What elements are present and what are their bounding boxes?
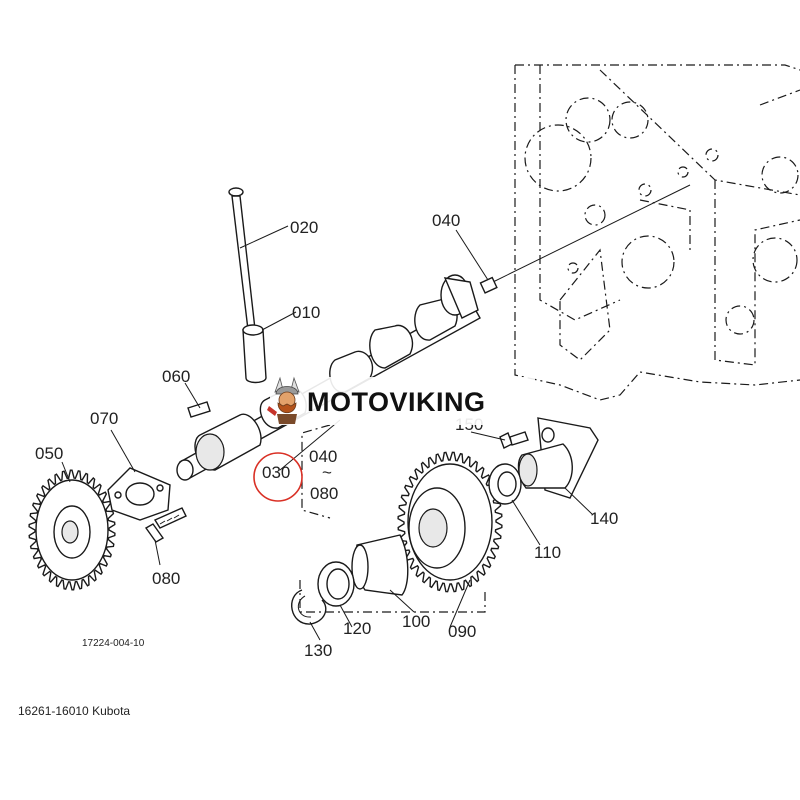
highlight-circle	[253, 452, 303, 502]
callout-080-left: 080	[152, 569, 180, 588]
callout-010: 010	[292, 303, 320, 322]
snap-ring	[291, 589, 327, 625]
brand-banner: MOTOVIKING	[267, 376, 535, 425]
callout-130: 130	[304, 641, 332, 660]
callout-120: 120	[343, 619, 371, 638]
collar	[317, 561, 355, 607]
bolt-left	[144, 507, 187, 543]
callout-040-top: 040	[432, 211, 460, 230]
thrust-washer	[488, 463, 522, 505]
idle-shaft	[517, 417, 599, 499]
plug	[479, 276, 498, 294]
range-tilde: ~	[322, 463, 332, 482]
assembly-bracket-030	[301, 424, 331, 519]
callout-060: 060	[162, 367, 190, 386]
callout-090: 090	[448, 622, 476, 641]
callout-030: 030	[262, 463, 290, 482]
viking-mascot-icon	[267, 376, 300, 424]
image-caption: 16261-16010 Kubota	[18, 704, 130, 718]
callout-050: 050	[35, 444, 63, 463]
callout-labels: 020 010 040 060 070 050 080 150 040 ~ 08…	[35, 211, 618, 660]
callout-100: 100	[402, 612, 430, 631]
callout-020: 020	[290, 218, 318, 237]
callout-110: 110	[534, 543, 561, 562]
cam-gear	[28, 469, 116, 591]
brand-name: MOTOVIKING	[307, 387, 486, 417]
callout-040-range: 040	[309, 447, 337, 466]
woodruff-key	[187, 401, 211, 418]
bolt-right	[499, 431, 529, 449]
callout-080-range: 080	[310, 484, 338, 503]
thrust-plate	[107, 467, 171, 521]
idle-gear	[397, 451, 503, 593]
engine-block-outline	[514, 64, 800, 401]
callout-140: 140	[590, 509, 618, 528]
callout-070: 070	[90, 409, 118, 428]
drawing-number: 17224-004-10	[82, 638, 145, 649]
leader-lines	[61, 225, 594, 641]
tappet	[242, 324, 267, 384]
bushing	[351, 534, 409, 596]
plug-leader-line	[492, 184, 691, 283]
push-rod	[228, 187, 257, 339]
